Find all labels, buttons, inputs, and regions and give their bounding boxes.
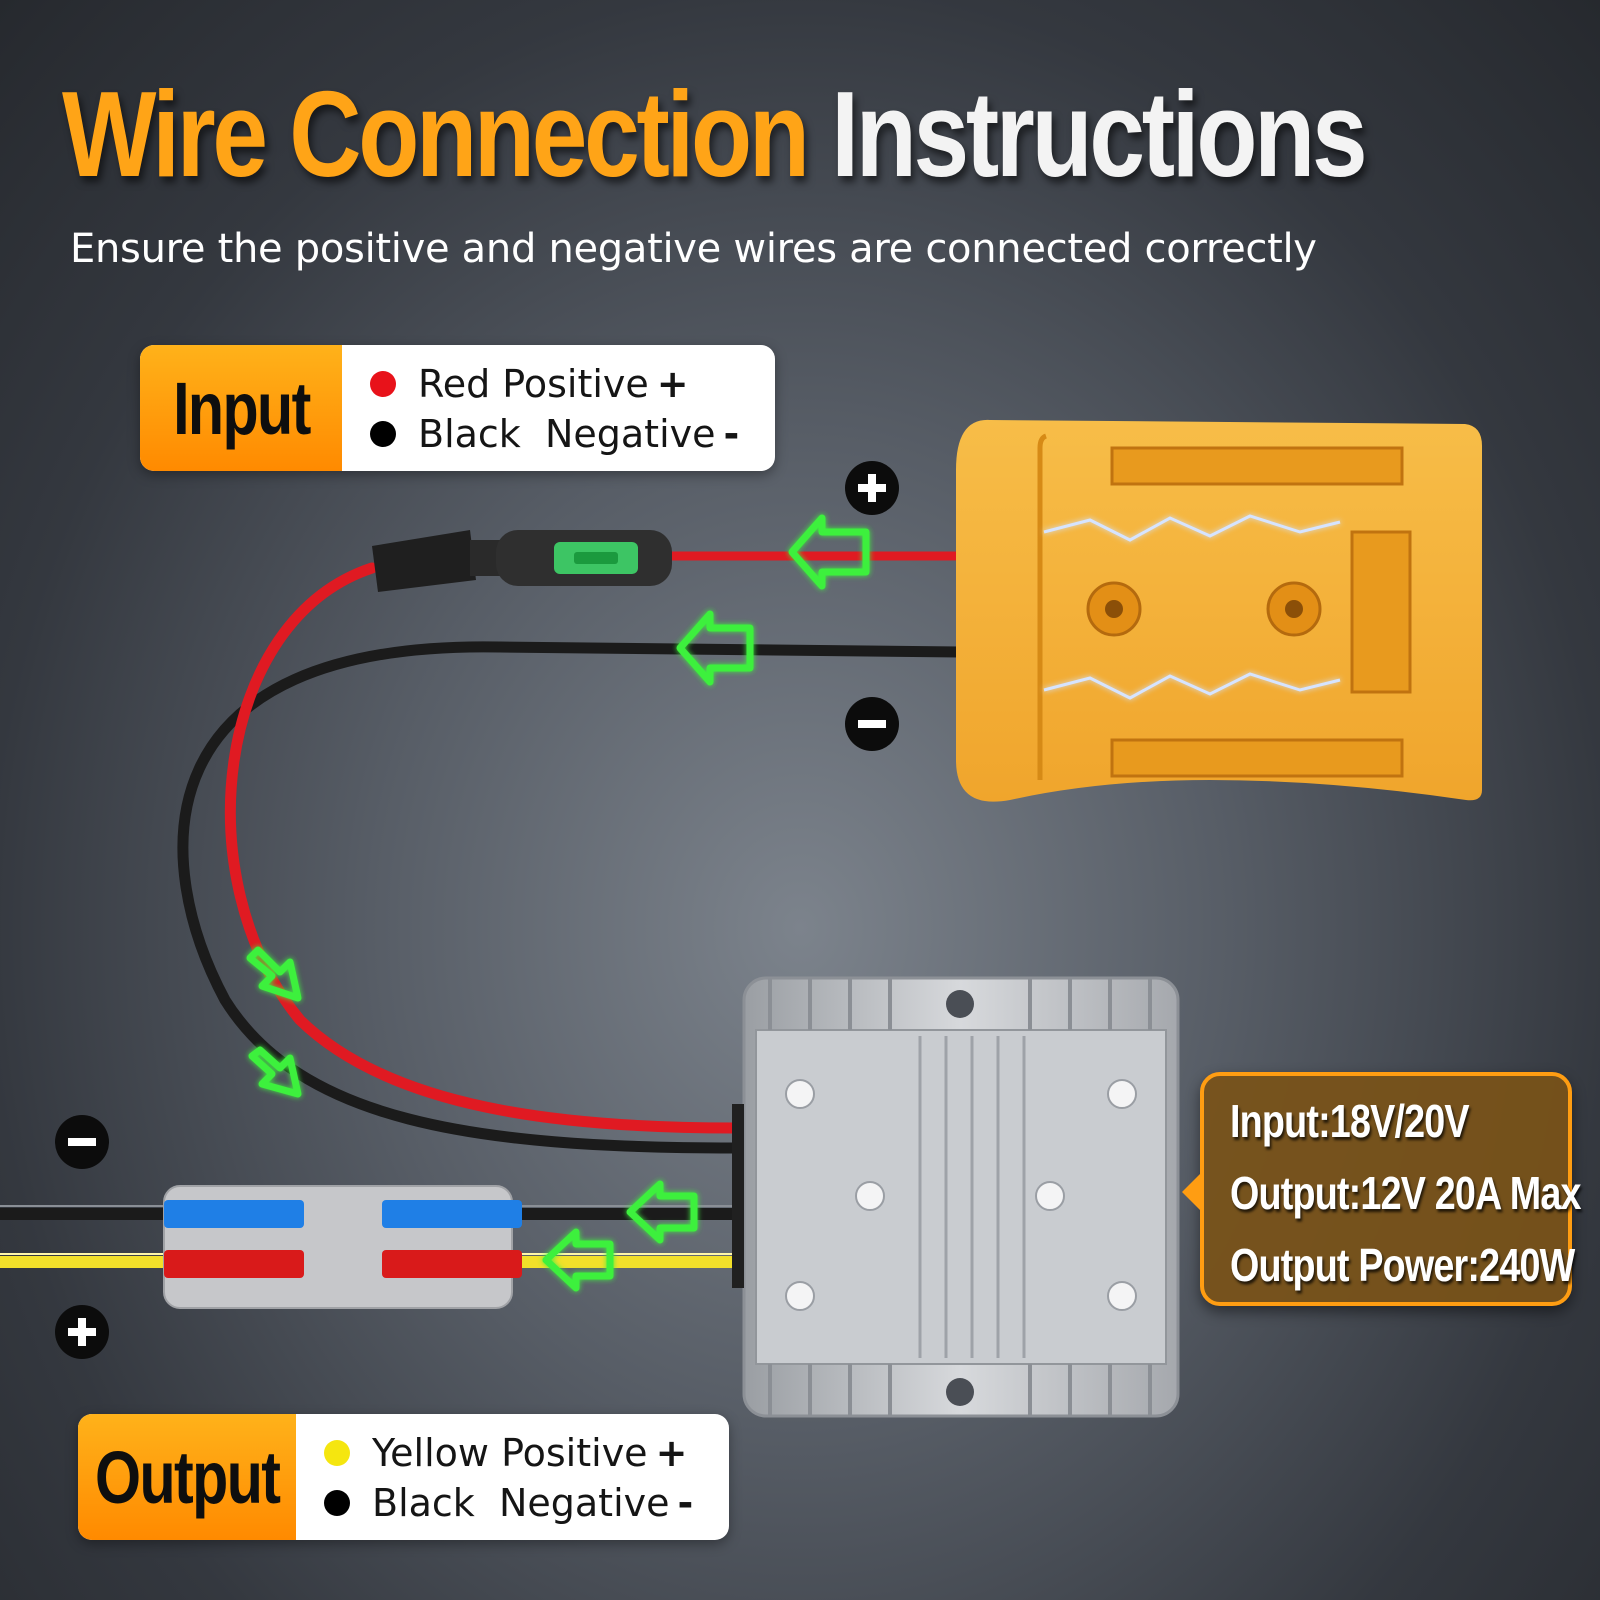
fuse-holder-icon xyxy=(372,530,672,592)
plus-circle-icon xyxy=(55,1305,109,1359)
spec-output: Output:12V 20A Max xyxy=(1230,1167,1581,1219)
title-rest: Instructions xyxy=(831,66,1367,202)
black-dot-icon xyxy=(370,421,396,447)
plus-circle-icon xyxy=(845,461,899,515)
black-input-wire xyxy=(177,641,966,1154)
output-positive-row: Yellow Positive + xyxy=(324,1428,693,1478)
lever-connector-icon xyxy=(163,1185,522,1309)
page-title: Wire Connection Instructions xyxy=(62,64,1368,204)
input-negative-label: Black Negative xyxy=(418,412,716,456)
minus-circle-icon xyxy=(845,697,899,751)
input-positive-label: Red Positive xyxy=(418,362,649,406)
converter-module-icon xyxy=(732,976,1180,1418)
output-positive-label: Yellow Positive xyxy=(372,1431,648,1475)
input-legend-rows: Red Positive + Black Negative - xyxy=(342,345,775,471)
title-highlight: Wire Connection xyxy=(62,66,810,202)
page-subtitle: Ensure the positive and negative wires a… xyxy=(70,226,1317,272)
input-negative-row: Black Negative - xyxy=(370,409,739,459)
output-negative-sign: - xyxy=(677,1481,694,1525)
output-tag: Output xyxy=(78,1414,296,1540)
yellow-dot-icon xyxy=(324,1440,350,1466)
spec-power: Output Power:240W xyxy=(1230,1239,1575,1291)
input-positive-sign: + xyxy=(656,362,689,406)
output-negative-label: Black Negative xyxy=(372,1481,670,1525)
input-tag: Input xyxy=(140,345,342,471)
black-dot-icon xyxy=(324,1490,350,1516)
flow-arrow-icon xyxy=(246,514,870,1292)
spec-box: Input:18V/20V Output:12V 20A Max Output … xyxy=(1182,1072,1581,1306)
red-dot-icon xyxy=(370,371,396,397)
output-positive-sign: + xyxy=(655,1431,688,1475)
battery-adapter-icon xyxy=(956,419,1482,802)
spec-input: Input:18V/20V xyxy=(1230,1095,1470,1147)
input-positive-row: Red Positive + xyxy=(370,359,739,409)
red-input-wire xyxy=(224,551,965,1134)
output-legend-rows: Yellow Positive + Black Negative - xyxy=(296,1414,729,1540)
minus-circle-icon xyxy=(55,1115,109,1169)
input-negative-sign: - xyxy=(723,412,740,456)
output-negative-row: Black Negative - xyxy=(324,1478,693,1528)
output-legend: Output Yellow Positive + Black Negative … xyxy=(78,1414,730,1540)
input-legend: Input Red Positive + Black Negative - xyxy=(140,345,776,471)
